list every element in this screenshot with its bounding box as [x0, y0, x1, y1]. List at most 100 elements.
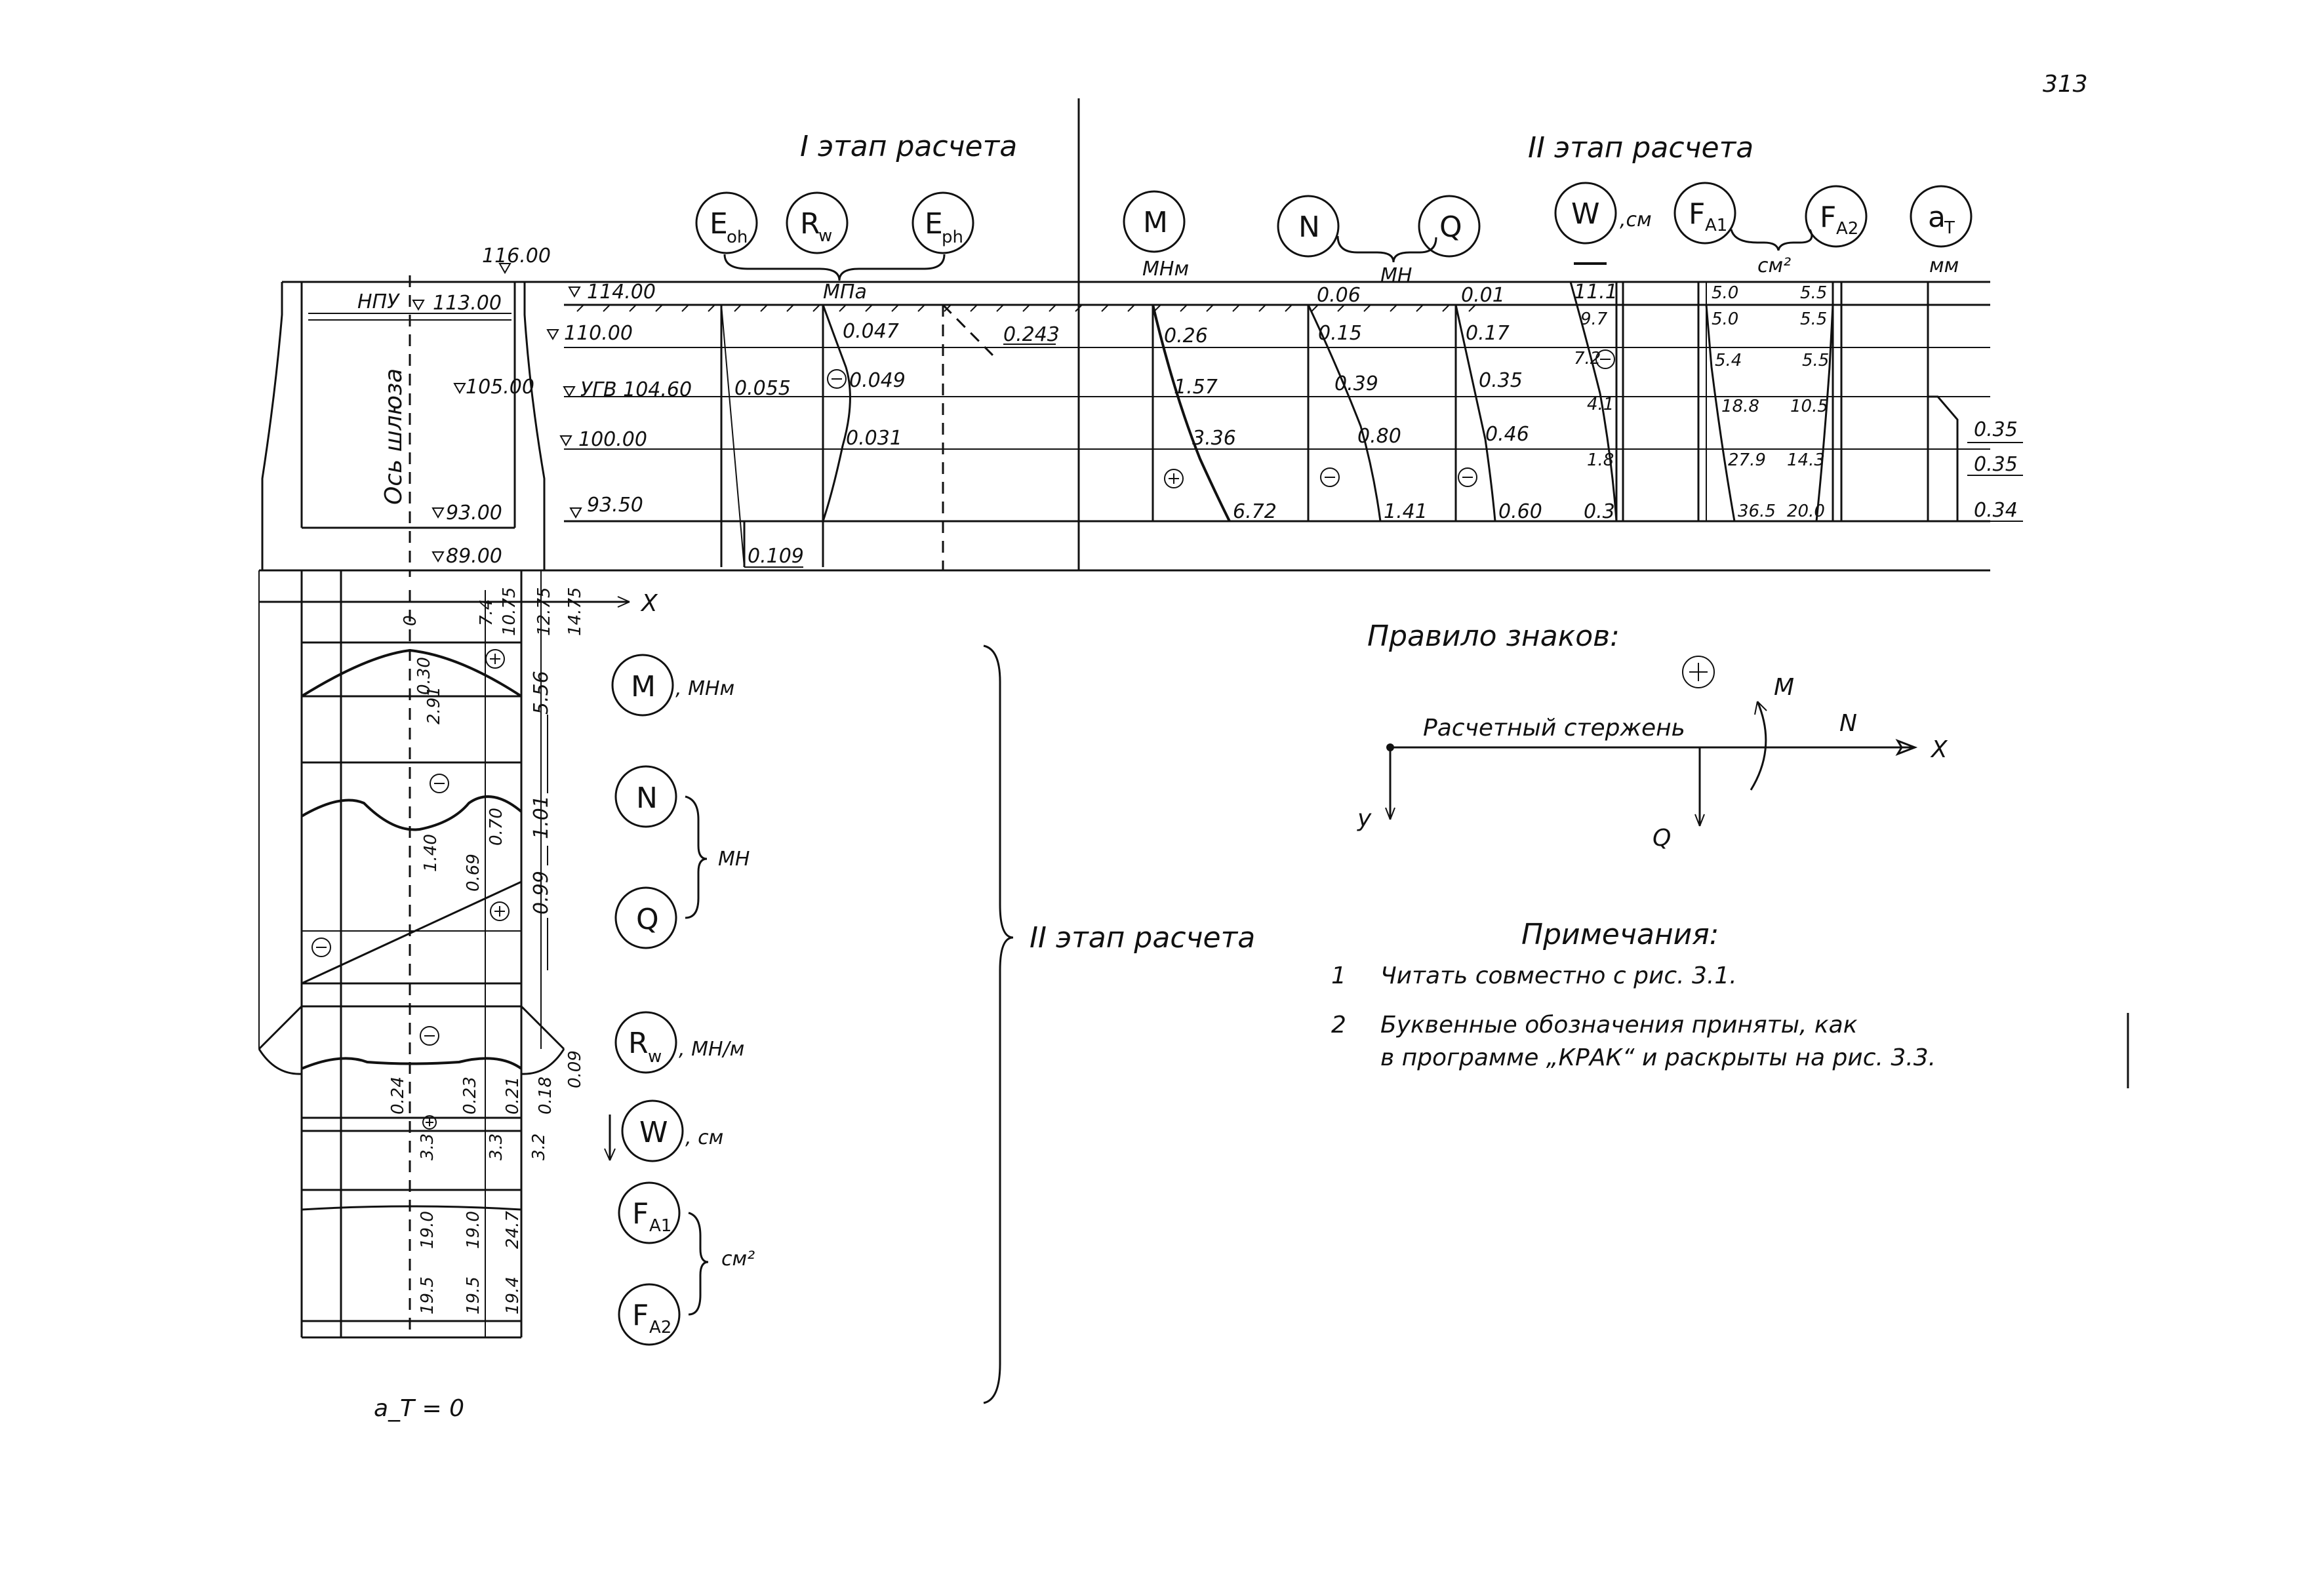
stage2-title: II этап расчета: [1528, 131, 1753, 165]
plan-w-value-3: 3.2: [529, 1134, 549, 1160]
fa1-value-4: 18.8: [1721, 397, 1759, 416]
plan-dim-1: 7.4: [477, 599, 496, 626]
plan-epure-q: 0.69: [300, 854, 523, 985]
level-93-5: 93.50: [587, 494, 643, 517]
symbol-eoh-circle: E oh: [695, 191, 758, 254]
eoh-value-1: 0.055: [734, 377, 791, 400]
level-100: 100.00: [578, 428, 647, 451]
plan-epure-rw: 0.24 0.23 0.21 0.18 0.09: [258, 1005, 585, 1115]
plan-span-3: 0.99: [530, 871, 553, 915]
legend-nq-unit: МН: [718, 848, 750, 871]
rw-value-2: 0.049: [849, 369, 906, 392]
plan-q-value-1: 0.69: [464, 854, 483, 892]
epure-w: 11.1 9.7 7.2 4.1 1.8 0.3: [1569, 281, 1624, 523]
symbol-m-circle: M: [1123, 190, 1186, 253]
sign-rule-y: y: [1357, 805, 1372, 832]
note-2-text: Буквенные обозначения приняты, как: [1380, 1012, 1858, 1038]
rw-value-1: 0.047: [843, 320, 899, 343]
fa1-value-2: 5.0: [1712, 309, 1738, 329]
legend-w-unit: , см: [685, 1126, 723, 1149]
plan-epure-f: 19.0 19.0 24.7 19.5 19.5 19.4: [300, 1189, 523, 1339]
plan-rw-value-5: 0.09: [565, 1050, 585, 1088]
fa2-value-4: 10.5: [1790, 397, 1828, 416]
stage1-title: I этап расчета: [800, 130, 1017, 163]
sign-rule-title: Правило знаков:: [1367, 620, 1620, 653]
w-value-3: 7.2: [1574, 349, 1601, 368]
q-value-4: 0.46: [1485, 423, 1529, 446]
plan-fa2-value-1: 19.5: [418, 1276, 437, 1314]
svg-text:oh: oh: [727, 227, 748, 247]
legend-nq-brace: [685, 795, 708, 919]
svg-text:w: w: [818, 226, 832, 246]
epure-n: 0.06 0.15 0.39 0.80 1.41: [1307, 284, 1428, 523]
lock-axis-label: Ось шлюза: [380, 368, 407, 505]
fa2-value-5: 14.3: [1787, 450, 1825, 470]
plan-dim-0: 0: [401, 615, 420, 626]
w-value-1: 11.1: [1574, 281, 1618, 304]
fa2-value-1: 5.5: [1800, 283, 1827, 303]
svg-text:ph: ph: [942, 227, 963, 247]
epure-eoh: 0.055 0.109: [720, 304, 816, 568]
plan-x-label: X: [640, 590, 658, 617]
plan-n-value-1: 1.40: [421, 834, 441, 872]
at-value-3: 0.34: [1974, 499, 2018, 522]
note-3-text: в программе „КРАК“ и раскрыты на рис. 3.…: [1380, 1044, 1936, 1071]
notes-title: Примечания:: [1521, 918, 1719, 951]
svg-text:F: F: [632, 1197, 649, 1231]
symbol-rw-circle: R w: [786, 191, 849, 254]
plan-span-1: 5.56: [530, 671, 553, 715]
m-value-2: 1.57: [1174, 376, 1218, 399]
svg-text:N: N: [636, 781, 658, 815]
sign-rule-q: Q: [1653, 825, 1671, 852]
lock-section: [261, 275, 546, 577]
sign-rule-m: M: [1774, 674, 1794, 701]
plan-fa2-value-2: 19.5: [464, 1276, 483, 1314]
svg-text:E: E: [710, 207, 728, 241]
level-114: 114.00: [587, 281, 656, 304]
epure-rw: 0.047 0.049 0.031: [822, 304, 906, 567]
plan-dim-3: 12.75: [534, 587, 554, 636]
fa-brace: [1730, 229, 1813, 251]
notes: Примечания: 1 Читать совместно с рис. 3.…: [1331, 918, 2129, 1088]
legend-n: N: [614, 765, 677, 828]
legend-w: W , см: [604, 1099, 723, 1162]
plan-m-value-1: 0.30: [414, 657, 434, 695]
level-89: 89.00: [446, 545, 502, 568]
level-110: 110.00: [564, 322, 633, 345]
svg-text:A2: A2: [649, 1318, 671, 1337]
q-value-3: 0.35: [1479, 369, 1523, 392]
legend-fa1: F A1: [618, 1181, 681, 1244]
plan-dimensions: 0 7.4 10.75 12.75 14.75 5.56 1.01 0.99: [401, 587, 585, 970]
stage1-header: I этап расчета: [800, 130, 1017, 163]
stage1-brace: [723, 254, 946, 281]
svg-text:M: M: [1143, 206, 1168, 239]
eoh-value-2: 0.109: [748, 545, 804, 568]
legend-m: M , МНм: [611, 654, 734, 717]
plan-rw-value-3: 0.21: [503, 1076, 523, 1115]
symbol-at-circle: a T: [1910, 185, 1973, 248]
sign-rule-n: N: [1839, 710, 1857, 737]
fa1-value-3: 5.4: [1715, 351, 1742, 370]
epure-m: 0.26 1.57 3.36 6.72: [1152, 304, 1277, 523]
plan-m-value-2: 2.91: [424, 686, 444, 724]
plan-epure-m: 0.30 2.91: [300, 641, 523, 724]
legend-f-brace: [688, 1212, 709, 1316]
rw-value-3: 0.031: [846, 427, 902, 450]
note-2-num: 2: [1331, 1012, 1346, 1038]
fa2-value-6: 20.0: [1787, 502, 1825, 521]
w-value-2: 9.7: [1580, 309, 1608, 329]
level-marks: 116.00 НПУ 113.00 105.00 93.00 89.00 114…: [357, 245, 692, 568]
legend-m-unit: , МНм: [675, 677, 734, 700]
at-unit-top: мм: [1929, 254, 1959, 277]
n-value-3: 0.39: [1334, 372, 1378, 395]
sign-rule-bar-label: Расчетный стержень: [1423, 715, 1685, 741]
plan-fa2-value-3: 19.4: [503, 1276, 523, 1314]
q-value-2: 0.17: [1466, 322, 1510, 345]
plan-n-value-2: 0.70: [487, 808, 506, 846]
q-value-5: 0.60: [1498, 500, 1542, 523]
plan-rw-value-4: 0.18: [536, 1076, 555, 1115]
stage2-big-brace: [983, 644, 1014, 1404]
symbol-fa2-circle: F A2: [1805, 185, 1868, 248]
svg-text:A2: A2: [1836, 219, 1858, 239]
plan-fa1-value-1: 19.0: [418, 1211, 437, 1249]
